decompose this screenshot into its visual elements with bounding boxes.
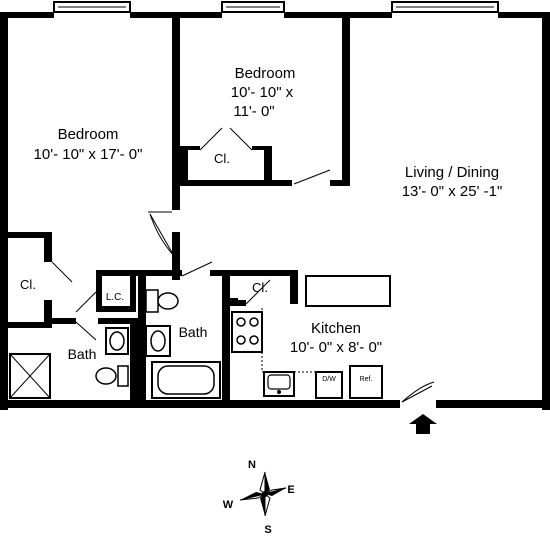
refrigerator-label: Ref. [360, 376, 373, 383]
bedroom-left-dims: 10'- 10" x 17'- 0" [34, 146, 143, 163]
doors [51, 127, 435, 403]
dishwasher [315, 371, 343, 399]
bedroom-left-name: Bedroom [58, 126, 119, 143]
toilet-left-bath [117, 365, 129, 387]
linen-closet-label: L.C. [106, 292, 124, 303]
kitchen-dims: 10'- 0" x 8'- 0" [290, 339, 382, 356]
kitchen-name: Kitchen [311, 320, 361, 337]
compass-east: E [287, 484, 294, 496]
kitchen-counter [305, 275, 391, 307]
bath-left-label: Bath [68, 346, 97, 362]
toilet-middle-bath [145, 289, 159, 313]
compass-west: W [223, 499, 234, 511]
compass-south: S [264, 524, 271, 536]
bedroom-top-name: Bedroom [235, 65, 296, 82]
bedroom-top-dims-line2: 11'- 0" [233, 103, 274, 120]
bedroom-top-dims-line1: 10'- 10" x [231, 84, 294, 101]
stove [231, 311, 263, 353]
closet-top-label: Cl. [214, 151, 230, 166]
compass-north: N [248, 459, 256, 471]
walls [0, 12, 550, 410]
fixtures [9, 289, 383, 399]
bath-middle-label: Bath [179, 324, 208, 340]
dishwasher-label: D/W [322, 376, 336, 383]
refrigerator [349, 365, 383, 399]
living-dining-dims: 13'- 0" x 25' -1" [402, 183, 503, 200]
compass-rose-icon [239, 471, 287, 517]
closet-left-label: Cl. [20, 277, 36, 292]
entry-arrow-icon [409, 414, 437, 434]
living-dining-name: Living / Dining [405, 164, 499, 181]
closet-kitchen-label: Cl. [252, 280, 268, 295]
windows [53, 1, 499, 13]
